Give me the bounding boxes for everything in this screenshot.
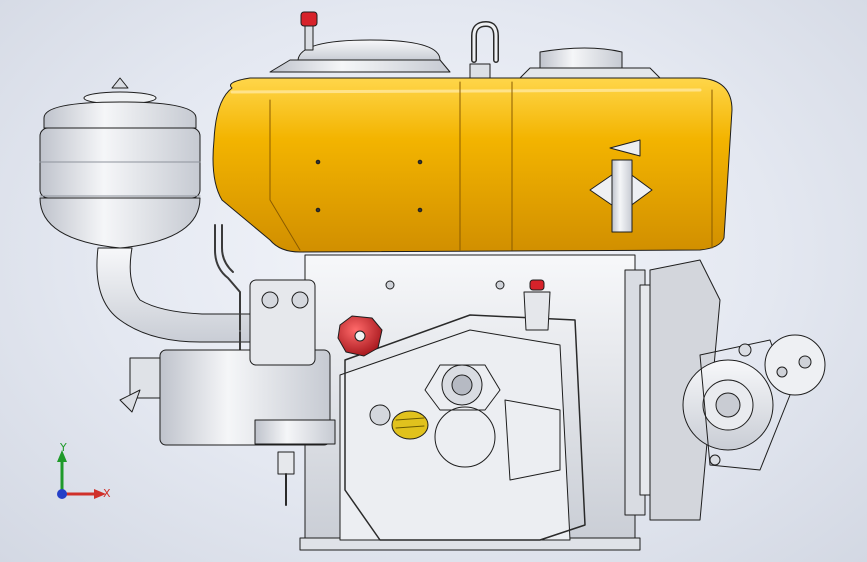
- engine-block: [159, 254, 661, 551]
- lifting-eye: [469, 21, 499, 79]
- filler-cap-right: [519, 47, 661, 79]
- triad-y-label: Y: [60, 441, 67, 454]
- oil-filler-cap: [391, 410, 429, 440]
- fuel-gauge: [589, 139, 653, 233]
- flywheel-pulley: [649, 259, 826, 521]
- fuel-tank: [212, 77, 733, 253]
- air-filter: [39, 77, 201, 249]
- injection-pump: [119, 357, 336, 506]
- filler-cap-left: [269, 11, 451, 73]
- valve-handwheel: [337, 279, 551, 357]
- coordinate-triad[interactable]: [44, 436, 124, 516]
- triad-x-label: X: [103, 487, 111, 500]
